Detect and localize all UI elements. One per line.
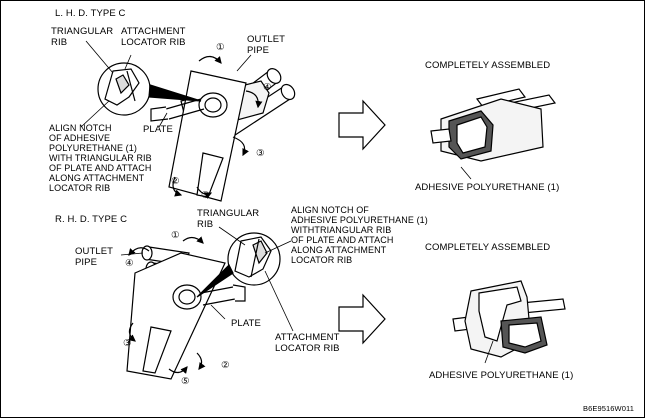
rhd-completed-drawing bbox=[452, 280, 566, 364]
lhd-plate-label: PLATE bbox=[143, 124, 173, 135]
lhd-title: L. H. D. TYPE C bbox=[55, 8, 126, 19]
lhd-completed-drawing bbox=[430, 88, 557, 180]
rhd-completely-assembled-label: COMPLETELY ASSEMBLED bbox=[425, 242, 551, 253]
lhd-outlet-pipe-label: OUTLET PIPE bbox=[247, 34, 286, 56]
rhd-title: R. H. D. TYPE C bbox=[55, 214, 128, 225]
lhd-leader-lines bbox=[80, 40, 252, 128]
rhd-align-note: ALIGN NOTCH OF ADHESIVE POLYURETHANE (1)… bbox=[291, 205, 428, 265]
rhd-outlet-pipe-label: OUTLET PIPE bbox=[75, 246, 114, 268]
lhd-assembly-arrow bbox=[338, 99, 386, 151]
lhd-step-1: ① bbox=[216, 42, 225, 53]
figure-code: B6E9516W011 bbox=[583, 404, 634, 413]
lhd-adhesive-label: ADHESIVE POLYURETHANE (1) bbox=[415, 182, 560, 193]
rhd-step-1: ① bbox=[171, 230, 180, 241]
rhd-plate-label: PLATE bbox=[231, 318, 261, 329]
lhd-step-5: ⑤ bbox=[201, 190, 210, 201]
rhd-triangular-rib-label: TRIANGULAR RIB bbox=[197, 208, 260, 230]
lhd-assembly-drawing bbox=[150, 55, 296, 202]
lhd-step-2: ② bbox=[171, 176, 180, 187]
rhd-attachment-locator-label: ATTACHMENT LOCATOR RIB bbox=[275, 332, 340, 354]
rhd-step-2: ② bbox=[221, 360, 230, 371]
lhd-completely-assembled-label: COMPLETELY ASSEMBLED bbox=[425, 60, 551, 71]
rhd-detail-magnifier bbox=[196, 232, 281, 298]
lhd-step-3: ③ bbox=[256, 148, 265, 159]
rhd-step-5: ⑤ bbox=[181, 376, 190, 387]
rhd-step-4: ④ bbox=[125, 258, 134, 269]
rhd-adhesive-label: ADHESIVE POLYURETHANE (1) bbox=[429, 370, 574, 381]
rhd-assembly-arrow bbox=[338, 293, 386, 345]
lhd-step-4: ④ bbox=[263, 82, 272, 93]
lhd-attachment-locator-label: ATTACHMENT LOCATOR RIB bbox=[121, 26, 186, 48]
lhd-detail-magnifier bbox=[97, 62, 202, 116]
lhd-triangular-rib-label: TRIANGULAR RIB bbox=[51, 26, 114, 48]
rhd-step-3: ③ bbox=[123, 338, 132, 349]
rhd-assembly-drawing bbox=[126, 236, 246, 380]
lhd-align-note: ALIGN NOTCH OF ADHESIVE POLYURETHANE (1)… bbox=[49, 123, 152, 193]
rhd-leader-lines bbox=[120, 226, 294, 332]
